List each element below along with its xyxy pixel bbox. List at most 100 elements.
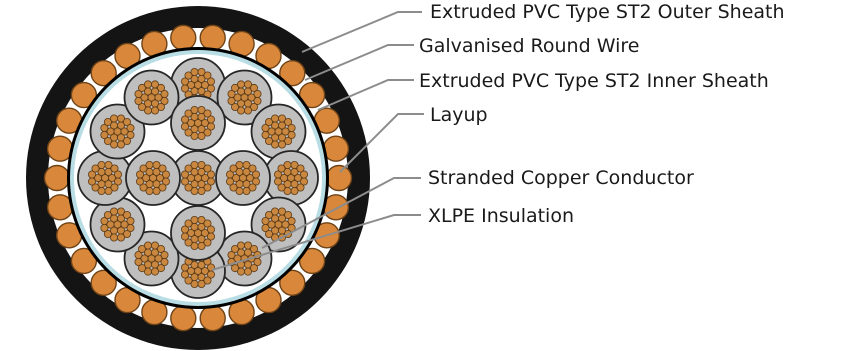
copper-strand [203, 219, 212, 228]
copper-strand [161, 170, 170, 179]
copper-strand [100, 223, 109, 232]
copper-strand [200, 119, 209, 128]
label-insulation: XLPE Insulation [428, 205, 574, 227]
copper-strand [200, 266, 209, 275]
copper-strand [184, 128, 193, 137]
copper-strand [273, 177, 282, 186]
copper-strand [143, 80, 152, 89]
copper-strand [103, 118, 112, 127]
copper-strand [197, 106, 206, 115]
copper-strand [110, 140, 119, 149]
galvanised-round-wire-ring [43, 24, 353, 332]
copper-strand [251, 170, 260, 179]
copper-strand [243, 267, 252, 276]
copper-strand [245, 173, 254, 182]
copper-strand [160, 90, 169, 99]
copper-strand [270, 140, 279, 149]
copper-strand [261, 130, 270, 139]
copper-strand [270, 114, 279, 123]
copper-strand [203, 164, 212, 173]
copper-strand [277, 114, 286, 123]
copper-strand [290, 186, 299, 195]
copper-strand [227, 90, 236, 99]
armour-wire [199, 305, 226, 332]
copper-strand [261, 223, 270, 232]
copper-strand [248, 164, 257, 173]
copper-strand [190, 215, 199, 224]
armour-wire [170, 305, 197, 332]
copper-strand [296, 183, 305, 192]
copper-strand [277, 164, 286, 173]
copper-strand [180, 177, 189, 186]
copper-strand [106, 127, 115, 136]
copper-strand [100, 124, 109, 133]
core [263, 150, 319, 206]
core [250, 103, 307, 160]
stranded-conductor [134, 80, 169, 115]
copper-strand [184, 109, 193, 118]
copper-strand [134, 97, 143, 106]
copper-strand [203, 128, 212, 137]
copper-strand [197, 215, 206, 224]
copper-strand [247, 93, 256, 102]
copper-strand [190, 131, 199, 140]
stranded-conductor [225, 160, 260, 195]
copper-strand [114, 170, 123, 179]
copper-strand [145, 186, 154, 195]
copper-strand [229, 164, 238, 173]
copper-strand [277, 183, 286, 192]
stranded-conductor [261, 207, 296, 242]
copper-strand [249, 83, 258, 92]
copper-strand [180, 263, 189, 272]
copper-strand [120, 127, 129, 136]
copper-strand [150, 80, 159, 89]
copper-strand [264, 118, 273, 127]
copper-strand [200, 173, 209, 182]
copper-strand [203, 276, 212, 285]
armour-wire [43, 164, 71, 192]
copper-strand [264, 136, 273, 145]
copper-strand [180, 225, 189, 234]
copper-strand [184, 238, 193, 247]
copper-strand [150, 267, 159, 276]
core [123, 69, 180, 126]
core [216, 230, 273, 287]
armour-wire [70, 81, 98, 109]
copper-strand [145, 160, 154, 169]
stranded-conductor [134, 241, 169, 276]
copper-strand [137, 103, 146, 112]
stranded-conductor [180, 160, 215, 195]
copper-strand [230, 103, 239, 112]
copper-strand [284, 118, 293, 127]
copper-strand [141, 173, 150, 182]
copper-strand [230, 264, 239, 273]
copper-strand [279, 173, 288, 182]
copper-strand [91, 183, 100, 192]
core [125, 150, 181, 206]
copper-strand [143, 267, 152, 276]
leader-insulation [211, 214, 421, 271]
armour-wire [199, 24, 226, 51]
copper-strand [197, 186, 206, 195]
cable-cross-section [26, 6, 370, 350]
copper-strand [104, 160, 113, 169]
copper-strand [140, 93, 149, 102]
copper-strand [243, 106, 252, 115]
copper-strand [283, 186, 292, 195]
copper-strand [243, 80, 252, 89]
copper-strand [267, 127, 276, 136]
copper-strand [242, 186, 251, 195]
leader-lines [211, 11, 424, 271]
copper-strand [296, 164, 305, 173]
copper-strand [180, 170, 189, 179]
copper-strand [281, 220, 290, 229]
label-layup: Layup [430, 104, 488, 126]
core [77, 150, 133, 206]
core [89, 196, 146, 253]
copper-strand [117, 233, 126, 242]
copper-strand [225, 170, 234, 179]
stranded-conductor [261, 114, 296, 149]
copper-strand [231, 173, 240, 182]
copper-strand [126, 124, 135, 133]
copper-strand [123, 229, 132, 238]
